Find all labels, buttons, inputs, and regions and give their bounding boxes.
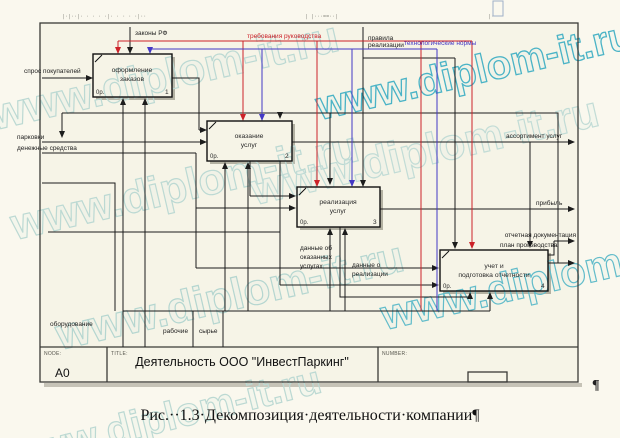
- box2-label-line1: оказание: [235, 133, 264, 140]
- frame-shadow: [44, 383, 582, 387]
- box3-cost: 0р.: [300, 220, 309, 226]
- box2-cost: 0р.: [210, 154, 219, 160]
- arrows-black: [42, 27, 574, 347]
- label-dannye-real-2: реализации: [352, 271, 388, 278]
- label-normy: технологические нормы: [404, 40, 477, 47]
- label-dannye-okaz-3: услугах: [300, 263, 323, 270]
- corner-notch-icon: [441, 250, 450, 259]
- object-anchor-icon: [492, 0, 504, 17]
- box2-number: 2: [285, 153, 289, 160]
- mech-rail: [123, 310, 490, 347]
- label-dannye-okaz-2: оказанных: [300, 254, 333, 261]
- label-pravila-2: реализации: [368, 42, 404, 49]
- arrow-dannye-realizacii: [339, 227, 470, 297]
- label-zakony: законы РФ: [135, 30, 167, 37]
- label-spros: спрос покупателей: [24, 67, 81, 75]
- activity-boxes: оформление заказов 0р. 1 оказание услуг …: [92, 53, 549, 292]
- box3-label-line2: услуг: [330, 208, 347, 215]
- arrow-pravila-rail: [362, 27, 455, 59]
- arrows-blue: [147, 47, 438, 311]
- box1-cost: 0р.: [96, 90, 105, 96]
- label-pravila-1: правила: [368, 35, 394, 42]
- node-value: A0: [55, 366, 70, 380]
- label-plan: план производства: [500, 242, 558, 249]
- pilcrow-mark: ¶: [592, 378, 600, 393]
- activity-box-4: учет и подготовка отчетности 0р. 4: [439, 249, 549, 292]
- label-assortiment: ассортимент услуг: [506, 133, 563, 140]
- title-bar: NODE: TITLE: NUMBER: A0 Деятельность ООО…: [44, 351, 407, 380]
- caption-text: Рис.··1.3·Декомпозиция·деятельности·комп…: [140, 407, 473, 424]
- label-trebovaniya: требования руководства: [247, 32, 322, 40]
- node-label: NODE:: [44, 351, 61, 357]
- label-dannye-real-1: данные о: [352, 262, 381, 269]
- activity-box-fills: [93, 54, 548, 291]
- arrow-plan-feedback: [62, 112, 559, 263]
- box4-label-line1: учет и: [484, 263, 503, 270]
- diagram-frame: [39, 22, 579, 383]
- activity-box-1: оформление заказов 0р. 1: [92, 53, 173, 98]
- label-otchetnaya: отчетная документация: [505, 232, 577, 239]
- box4-number: 4: [541, 283, 545, 290]
- line-misc: [42, 182, 280, 311]
- box1-number: 1: [165, 89, 169, 96]
- activity-box-3: реализация услуг 0р. 3: [296, 186, 381, 228]
- arrow-otchetnaya: [548, 241, 574, 256]
- title-label: TITLE:: [111, 351, 128, 357]
- box1-label-line2: заказов: [120, 76, 145, 83]
- arrow-dannye-okazannyh: [279, 161, 438, 285]
- box4-label-line2: подготовка отчетности: [458, 272, 529, 279]
- corner-notch-icon: [94, 54, 103, 63]
- box1-label-line1: оформление: [112, 67, 153, 74]
- activity-box-2: оказание услуг 0р. 2: [206, 120, 293, 162]
- arrow-labels: законы РФ требования руководства правила…: [17, 30, 576, 335]
- header-marks-left: |·|··|· · · · ·|· · · · ·|··: [62, 14, 146, 20]
- box3-label-line1: реализация: [319, 199, 357, 206]
- label-oborudovanie: оборудование: [50, 320, 93, 328]
- label-syrye: сырье: [199, 328, 218, 335]
- label-pribyl: прибыль: [536, 199, 563, 207]
- label-parkovki: парковки: [17, 134, 45, 141]
- arrow-dengi-box4: [42, 152, 438, 268]
- figure-caption: Рис.··1.3·Декомпозиция·деятельности·комп…: [0, 407, 620, 425]
- number-page-box: [467, 371, 508, 383]
- header-marks-right: |··: [488, 14, 497, 20]
- label-dengi: денежные средства: [17, 145, 77, 152]
- caption-pilcrow-mark: ¶: [472, 407, 480, 424]
- box2-label-line2: услуг: [241, 142, 258, 149]
- box4-cost: 0р.: [443, 284, 452, 290]
- header-marks-mid: | |···==··|: [305, 14, 338, 20]
- corner-notch-icon: [298, 187, 307, 196]
- number-label: NUMBER:: [382, 351, 407, 357]
- box3-number: 3: [373, 219, 377, 226]
- label-dannye-okaz-1: данные об: [300, 244, 332, 252]
- arrows-red: [115, 40, 475, 311]
- label-rabochie: рабочие: [163, 327, 188, 335]
- corner-notch-icon: [208, 121, 217, 130]
- title-value: Деятельность ООО "ИнвестПаркинг": [135, 355, 349, 369]
